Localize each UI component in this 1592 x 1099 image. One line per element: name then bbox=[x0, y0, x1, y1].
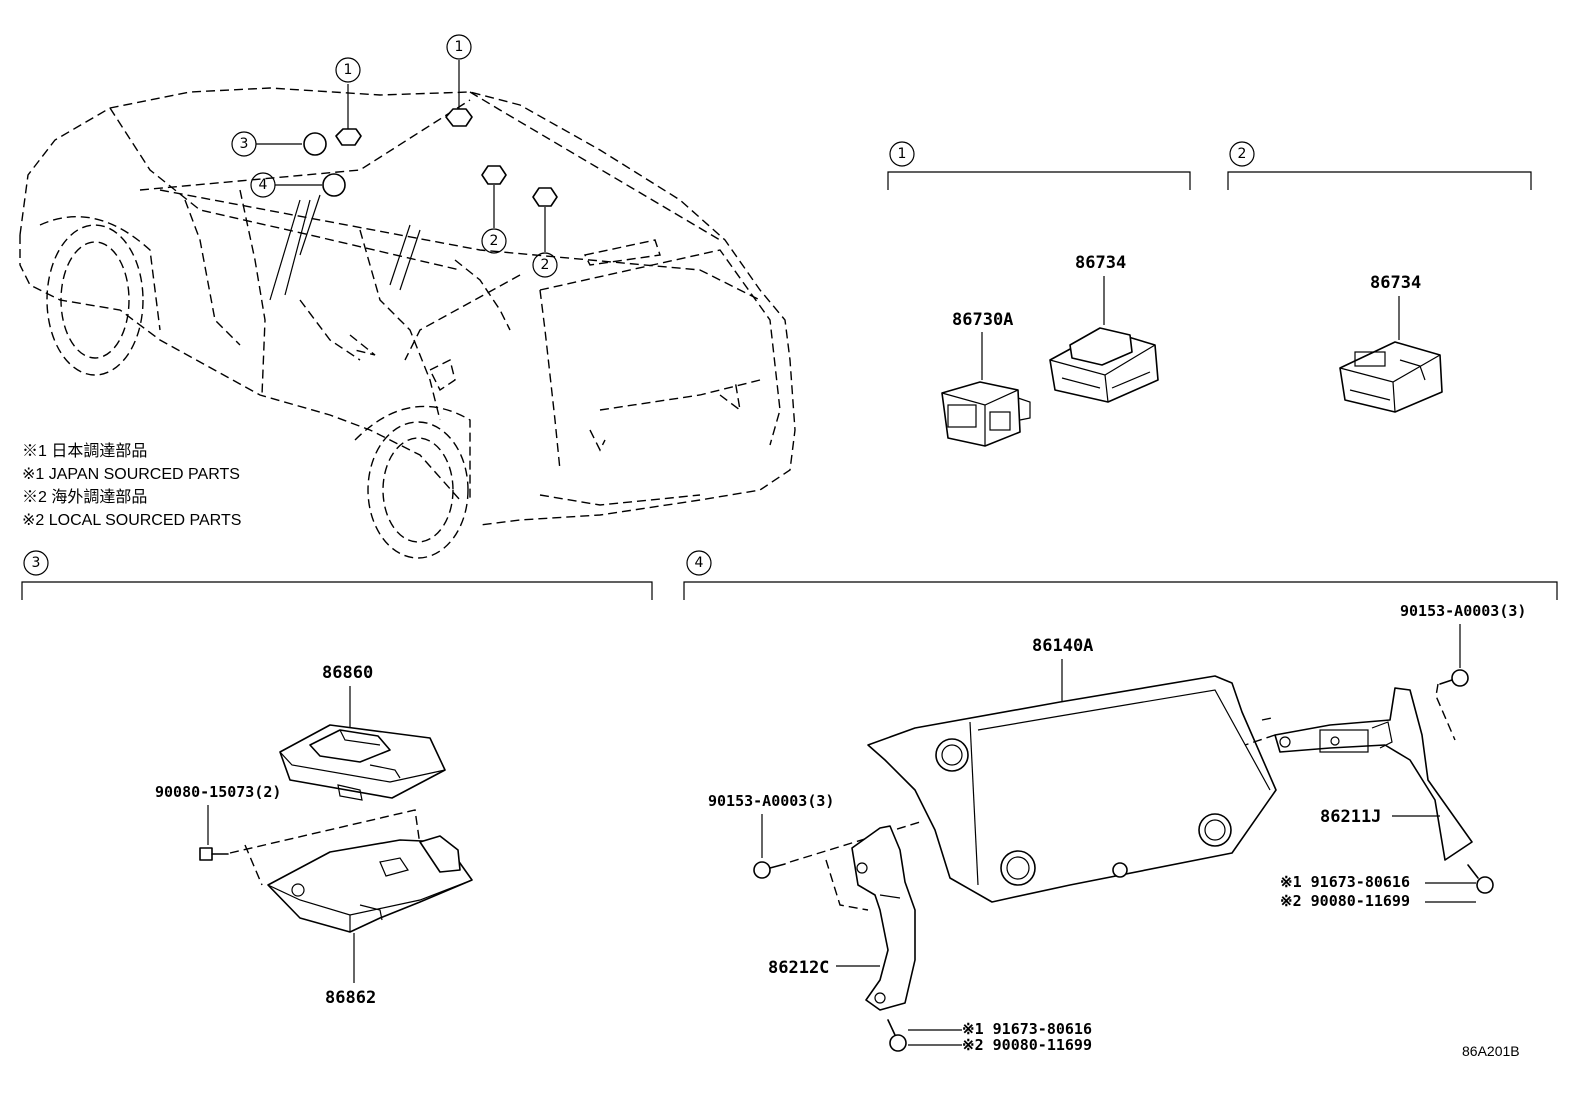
part-86860-shape bbox=[279, 724, 446, 801]
group-1: 1 86730A 86734 bbox=[887, 141, 1191, 447]
group-2-label: 2 bbox=[1238, 146, 1247, 162]
group-3-label: 3 bbox=[32, 555, 41, 571]
svg-text:2: 2 bbox=[541, 257, 550, 273]
part-91673-80616-right-label: ※1 91673-80616 bbox=[1280, 873, 1410, 891]
svg-text:※2 海外調達部品: ※2 海外調達部品 bbox=[22, 488, 147, 506]
group-4-label: 4 bbox=[695, 555, 704, 571]
part-86211J-label: 86211J bbox=[1320, 807, 1381, 827]
svg-text:2: 2 bbox=[490, 233, 499, 249]
part-86734b-label: 86734 bbox=[1370, 273, 1421, 293]
part-90080-11699-left-label: ※2 90080-11699 bbox=[962, 1036, 1092, 1054]
part-86212C-label: 86212C bbox=[768, 958, 829, 978]
callout-1-label: 1 bbox=[344, 62, 353, 78]
group-2: 2 86734 bbox=[1227, 141, 1532, 413]
part-86860-label: 86860 bbox=[322, 663, 373, 683]
part-86734-shape bbox=[1049, 327, 1159, 403]
vehicle-callouts: 1 1 2 2 3 4 bbox=[231, 34, 558, 278]
bolt-icon bbox=[887, 1019, 907, 1052]
svg-text:※2 LOCAL SOURCED PARTS: ※2 LOCAL SOURCED PARTS bbox=[22, 512, 241, 529]
svg-text:※1 日本調達部品: ※1 日本調達部品 bbox=[22, 442, 147, 460]
part-90080-15073-label: 90080-15073(2) bbox=[155, 783, 281, 801]
hex-sensor-icon bbox=[335, 128, 362, 146]
part-86734-label: 86734 bbox=[1075, 253, 1126, 273]
callout-1b-marker bbox=[446, 34, 472, 60]
svg-text:3: 3 bbox=[240, 136, 249, 152]
callout-1-marker bbox=[335, 57, 361, 83]
part-86862-label: 86862 bbox=[325, 988, 376, 1008]
svg-text:4: 4 bbox=[259, 177, 268, 193]
part-90153-A0003-left-label: 90153-A0003(3) bbox=[708, 792, 834, 810]
part-86734b-shape bbox=[1339, 341, 1443, 413]
round-sensor-icon bbox=[322, 173, 346, 197]
part-86862-shape bbox=[267, 835, 473, 933]
part-90080-11699-right-label: ※2 90080-11699 bbox=[1280, 892, 1410, 910]
group-4: 4 86140A 90153-A0003(3) bbox=[683, 550, 1558, 1054]
part-90153-A0003-right-label: 90153-A0003(3) bbox=[1400, 602, 1526, 620]
svg-text:※1 JAPAN SOURCED PARTS: ※1 JAPAN SOURCED PARTS bbox=[22, 466, 240, 483]
bolt-icon bbox=[199, 847, 229, 861]
part-86140A-shape bbox=[867, 675, 1277, 903]
vehicle-illustration bbox=[19, 87, 796, 559]
screw-icon bbox=[1439, 669, 1469, 687]
hex-sensor-icon bbox=[445, 108, 473, 127]
legend-notes: ※1 日本調達部品 ※1 JAPAN SOURCED PARTS ※2 海外調達… bbox=[22, 442, 241, 529]
part-86211J-shape bbox=[1274, 687, 1473, 861]
screw-icon bbox=[753, 861, 786, 879]
group-3: 3 86860 90080-15073(2) bbox=[21, 550, 653, 1008]
round-sensor-icon bbox=[303, 132, 327, 156]
part-86140A-label: 86140A bbox=[1032, 636, 1093, 656]
part-86212C-shape bbox=[851, 825, 916, 1011]
part-86730A-label: 86730A bbox=[952, 310, 1013, 330]
part-91673-80616-left-label: ※1 91673-80616 bbox=[962, 1020, 1092, 1038]
hex-sensor-icon bbox=[481, 165, 507, 185]
group-1-label: 1 bbox=[898, 146, 907, 162]
diagram-code: 86A201B bbox=[1462, 1043, 1520, 1059]
part-86730A-shape bbox=[941, 381, 1031, 447]
hex-sensor-icon bbox=[532, 187, 558, 207]
svg-text:1: 1 bbox=[455, 39, 464, 55]
bolt-icon bbox=[1467, 864, 1494, 894]
